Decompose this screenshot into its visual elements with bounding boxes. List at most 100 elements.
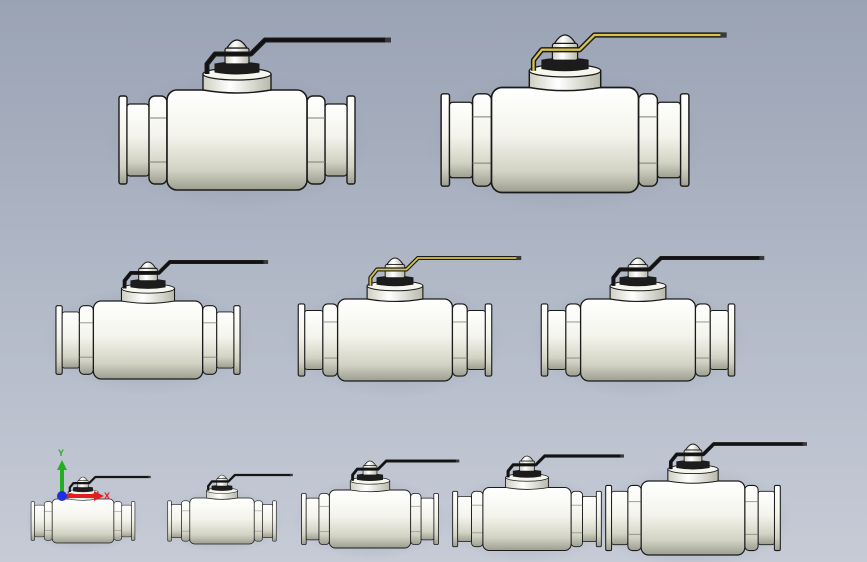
left-hex-nut	[565, 303, 582, 377]
left-ferrule	[171, 504, 182, 538]
handle-collar	[211, 484, 233, 491]
handle-lever-highlight	[669, 443, 805, 470]
ball-valve[interactable]	[284, 255, 522, 398]
right-hex-nut	[410, 493, 422, 545]
handle-grip-end	[455, 459, 460, 463]
ball-valve[interactable]	[593, 442, 807, 562]
left-ferrule	[126, 103, 150, 177]
handle-lever-highlight	[612, 257, 761, 286]
left-ferrule	[448, 101, 474, 179]
stem-dome	[216, 474, 228, 479]
valve-body	[490, 86, 640, 194]
valve-body	[92, 300, 204, 380]
ball-valve[interactable]	[159, 473, 293, 554]
stem-dome	[78, 476, 88, 481]
left-flange	[30, 501, 35, 541]
handle-collar	[676, 459, 710, 470]
handle-lever-highlight	[123, 261, 265, 289]
left-hex-nut	[471, 93, 493, 187]
right-hex-nut	[744, 484, 759, 552]
handle-grip-end	[516, 255, 522, 261]
handle-grip-end	[263, 260, 269, 264]
triad-x-label: X	[104, 491, 110, 501]
left-hex-nut	[181, 500, 191, 542]
left-ferrule	[34, 504, 45, 538]
valve-body	[328, 489, 412, 549]
handle-lever-highlight	[351, 460, 457, 481]
left-ferrule	[457, 495, 472, 543]
right-hex-nut	[570, 490, 583, 548]
right-flange	[484, 303, 493, 377]
right-ferrule	[709, 309, 729, 371]
handle-lever-highlight	[369, 257, 518, 286]
left-hex-nut	[43, 501, 53, 541]
right-ferrule	[216, 311, 235, 369]
handle-collar	[619, 275, 657, 287]
stem-dome	[628, 257, 648, 266]
ball-valve[interactable]	[527, 255, 765, 398]
triad-x-arrow	[94, 491, 104, 501]
valves-layer	[23, 32, 807, 562]
right-flange	[679, 93, 690, 187]
handle-collar	[130, 278, 166, 289]
left-hex-nut	[471, 490, 484, 548]
left-flange	[301, 493, 307, 545]
right-flange	[773, 484, 781, 552]
left-flange	[605, 484, 613, 552]
ball-valve[interactable]	[42, 260, 269, 395]
left-ferrule	[304, 309, 324, 371]
right-hex-nut	[637, 93, 659, 187]
valve-body	[51, 498, 115, 544]
stem-dome	[363, 460, 377, 466]
right-ferrule	[324, 103, 348, 177]
right-flange	[433, 493, 439, 545]
left-hex-nut	[322, 303, 339, 377]
handle-collar	[541, 57, 589, 72]
right-ferrule	[466, 309, 486, 371]
handle-collar	[376, 275, 414, 287]
coordinate-triad: Y X	[57, 448, 110, 501]
valve-body	[336, 298, 454, 382]
ball-valve[interactable]	[423, 32, 727, 214]
handle-lever-highlight	[207, 474, 292, 491]
handle-grip-end	[385, 37, 391, 43]
ball-valve[interactable]	[23, 475, 151, 552]
right-hex-nut	[306, 95, 326, 185]
right-flange	[131, 501, 136, 541]
right-hex-nut	[253, 500, 263, 542]
left-hex-nut	[148, 95, 168, 185]
stem-dome	[225, 39, 249, 49]
valve-body	[640, 480, 746, 556]
handle-lever-highlight	[532, 33, 723, 71]
left-hex-nut	[78, 305, 94, 375]
stem-dome	[385, 257, 405, 266]
left-ferrule	[611, 490, 629, 546]
left-ferrule	[305, 497, 320, 541]
handle-collar	[512, 469, 542, 478]
left-flange	[167, 500, 172, 542]
right-flange	[346, 95, 356, 185]
left-flange	[452, 490, 459, 548]
handle-grip-end	[148, 475, 151, 479]
right-flange	[727, 303, 736, 377]
handle-grip-end	[720, 32, 727, 38]
handle-lever-highlight	[205, 38, 387, 74]
handle-lever-highlight	[507, 455, 622, 478]
right-hex-nut	[113, 501, 123, 541]
stem-dome	[520, 455, 534, 462]
stem-dome	[684, 443, 702, 451]
valve-body	[189, 497, 255, 545]
handle-lever-highlight	[69, 476, 149, 492]
ball-valve[interactable]	[441, 454, 625, 562]
left-flange	[540, 303, 549, 377]
left-ferrule	[547, 309, 567, 371]
stem-dome	[139, 261, 157, 269]
handle-collar	[214, 61, 260, 75]
ball-valve[interactable]	[102, 37, 391, 211]
valve-body	[579, 298, 697, 382]
left-flange	[118, 95, 128, 185]
left-hex-nut	[627, 484, 642, 552]
ball-valve[interactable]	[291, 459, 460, 560]
